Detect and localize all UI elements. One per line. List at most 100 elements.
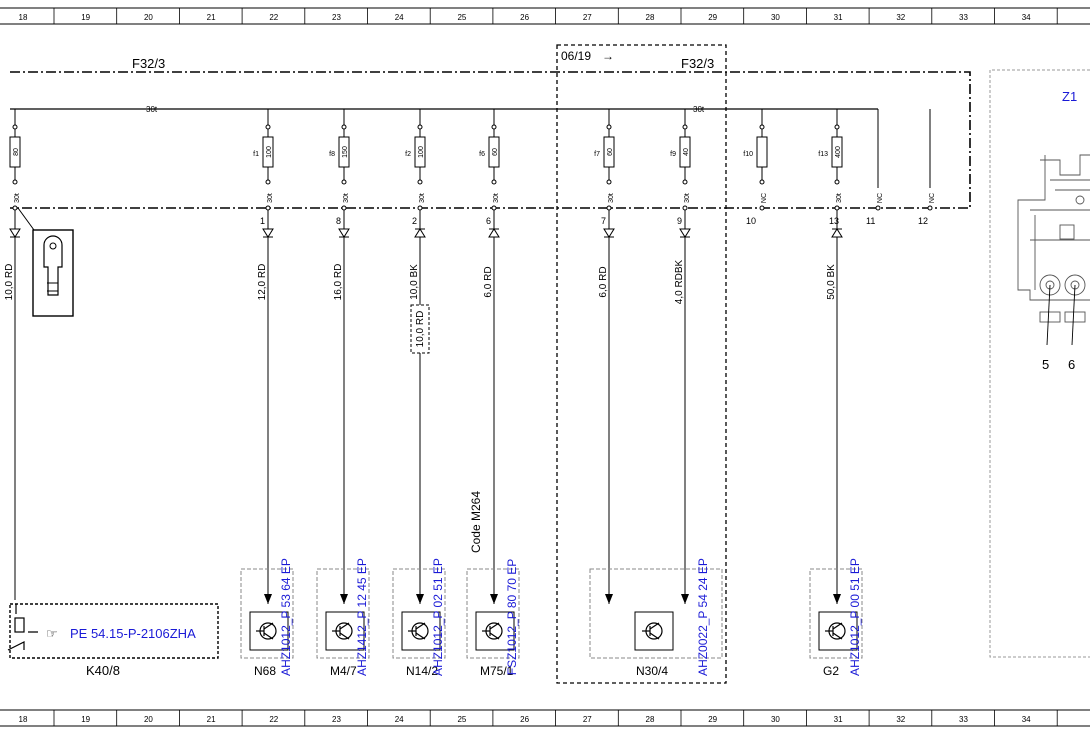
column-number: 19 bbox=[81, 13, 90, 22]
reference-link[interactable]: AHZ1012_P 53 64 EP bbox=[279, 558, 293, 676]
component-label: M75/1 bbox=[480, 664, 514, 678]
column-number: 24 bbox=[395, 13, 404, 22]
pin-label: 30t bbox=[419, 193, 426, 203]
column-number: 29 bbox=[708, 715, 717, 724]
reference-link[interactable]: AHZ1012_P 02 51 EP bbox=[431, 558, 445, 676]
wire-label: 10,0 BK bbox=[409, 264, 420, 300]
arrowhead bbox=[416, 594, 424, 604]
z1-pin-5: 5 bbox=[1042, 357, 1049, 372]
fuse-name: f9 bbox=[670, 151, 676, 158]
pin-label: 30t bbox=[267, 193, 274, 203]
fuse-rating: 60 bbox=[492, 148, 499, 156]
fuse-rating: 60 bbox=[607, 148, 614, 156]
pin-dot bbox=[834, 205, 840, 211]
wire-label: 16,0 RD bbox=[333, 264, 344, 301]
flow-arrow bbox=[831, 228, 843, 238]
pin-dot bbox=[491, 205, 497, 211]
terminal-dot bbox=[682, 124, 688, 130]
transistor-icon bbox=[482, 622, 503, 640]
pin-label: 30t bbox=[836, 193, 843, 203]
arrowhead bbox=[681, 594, 689, 604]
k40-link[interactable]: PE 54.15-P-2106ZHA bbox=[70, 626, 196, 641]
fuse-name: f7 bbox=[594, 151, 600, 158]
transistor-icon bbox=[408, 622, 429, 640]
k40-box bbox=[9, 603, 219, 659]
fuse-box-outline bbox=[10, 71, 971, 209]
terminal-dot bbox=[417, 124, 423, 130]
transistor-icon bbox=[642, 622, 663, 640]
column-number: 20 bbox=[144, 13, 153, 22]
reference-link[interactable]: FSZ1012_P 80 70 EP bbox=[505, 559, 519, 676]
pin-number: 6 bbox=[486, 216, 491, 226]
fuse-name: f2 bbox=[405, 151, 411, 158]
wire-alt-label: 10,0 RD bbox=[415, 311, 426, 348]
terminal-dot bbox=[341, 179, 347, 185]
pin-dot bbox=[927, 205, 933, 211]
relay-symbol-icon bbox=[7, 604, 38, 651]
bus-label: 30t bbox=[146, 105, 158, 114]
bus-label-right: 30t bbox=[693, 105, 705, 114]
reference-link[interactable]: AHZ1012_P 00 51 EP bbox=[848, 558, 862, 676]
z1-outline bbox=[989, 69, 1090, 658]
column-number: 26 bbox=[520, 13, 529, 22]
column-number: 22 bbox=[269, 715, 278, 724]
flow-arrow bbox=[262, 228, 274, 238]
flow-arrow bbox=[679, 228, 691, 238]
arrowhead bbox=[605, 594, 613, 604]
pin-number: 12 bbox=[918, 216, 928, 226]
code-box-outline bbox=[556, 44, 727, 684]
pin-number: 7 bbox=[601, 216, 606, 226]
code-box-label: 06/19 bbox=[561, 49, 591, 63]
column-number: 33 bbox=[959, 13, 968, 22]
reference-link[interactable]: AHZ1412_P 12 45 EP bbox=[355, 558, 369, 676]
component-outline bbox=[466, 568, 520, 659]
terminal-dot bbox=[759, 124, 765, 130]
terminal-dot bbox=[12, 124, 18, 130]
terminal-dot bbox=[417, 179, 423, 185]
terminal-dot bbox=[834, 179, 840, 185]
fuse-rating: 400 bbox=[835, 146, 842, 158]
column-number: 20 bbox=[144, 715, 153, 724]
terminal-dot bbox=[834, 124, 840, 130]
pin-number: 13 bbox=[829, 216, 839, 226]
wire-label: 50,0 BK bbox=[826, 264, 837, 300]
terminal-dot bbox=[12, 179, 18, 185]
fuse-rating: 100 bbox=[418, 146, 425, 158]
fuse-box-label-right: F32/3 bbox=[681, 56, 714, 71]
flow-arrow bbox=[9, 228, 21, 238]
column-number: 19 bbox=[81, 715, 90, 724]
column-number: 23 bbox=[332, 715, 341, 724]
pin-label: 30t bbox=[343, 193, 350, 203]
flow-arrow bbox=[414, 228, 426, 238]
wire-label: 10,0 RD bbox=[4, 264, 15, 301]
pin-dot bbox=[875, 205, 881, 211]
column-number: 26 bbox=[520, 715, 529, 724]
flow-arrow bbox=[488, 228, 500, 238]
pin-dot bbox=[606, 205, 612, 211]
column-number: 31 bbox=[834, 13, 843, 22]
reference-link[interactable]: AHZ0022_P 54 24 EP bbox=[696, 558, 710, 676]
terminal-dot bbox=[759, 179, 765, 185]
fuse-rating: 100 bbox=[266, 146, 273, 158]
column-number: 33 bbox=[959, 715, 968, 724]
pin-label: NC bbox=[929, 193, 936, 203]
pin-label: NC bbox=[761, 193, 768, 203]
fuse-name: f8 bbox=[329, 151, 335, 158]
component-label: N14/2 bbox=[406, 664, 438, 678]
pin-label: 30t bbox=[14, 193, 21, 203]
column-number: 34 bbox=[1022, 715, 1031, 724]
transistor-box bbox=[634, 611, 674, 651]
terminal-lug-icon bbox=[17, 207, 74, 317]
terminal-dot bbox=[491, 179, 497, 185]
fuse-name: f1 bbox=[253, 151, 259, 158]
component-label: N30/4 bbox=[636, 664, 668, 678]
fuse-column: NC 12 bbox=[918, 109, 936, 226]
pin-dot bbox=[265, 205, 271, 211]
terminal-dot bbox=[265, 179, 271, 185]
